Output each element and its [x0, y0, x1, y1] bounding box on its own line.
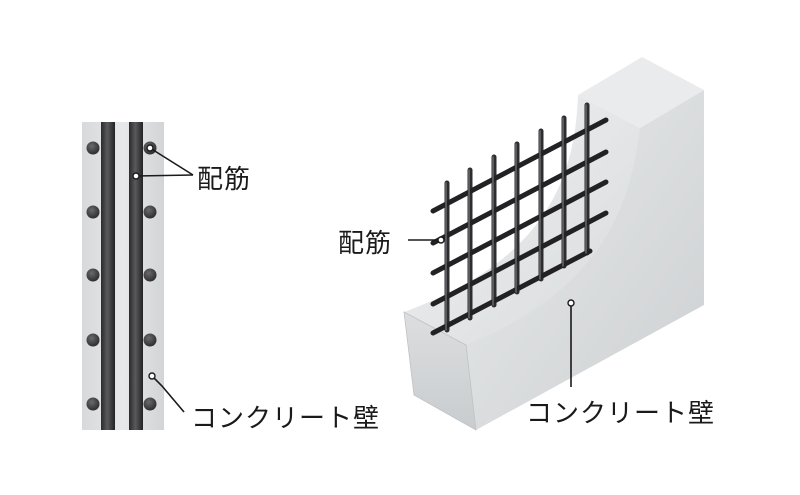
- left-wall-label: コンクリート壁: [191, 404, 381, 434]
- horizontal-rebar-dots: [86, 141, 157, 411]
- right-rebar-label: 配筋: [338, 229, 393, 259]
- left-wall-leader: [151, 375, 185, 413]
- wall-top-face: [578, 57, 704, 128]
- wall-cut-face: [404, 95, 640, 345]
- wall-front-face: [404, 312, 476, 430]
- vertical-rebar-right: [129, 122, 143, 430]
- vertical-rebar-left: [101, 122, 115, 430]
- wall-isometric-view: [403, 57, 704, 431]
- right-wall-label: コンクリート壁: [526, 399, 716, 429]
- left-rebar-leader: [135, 147, 194, 177]
- rebar-mesh: [430, 102, 609, 336]
- wall-section-view: [82, 122, 194, 430]
- left-rebar-label: 配筋: [197, 165, 252, 195]
